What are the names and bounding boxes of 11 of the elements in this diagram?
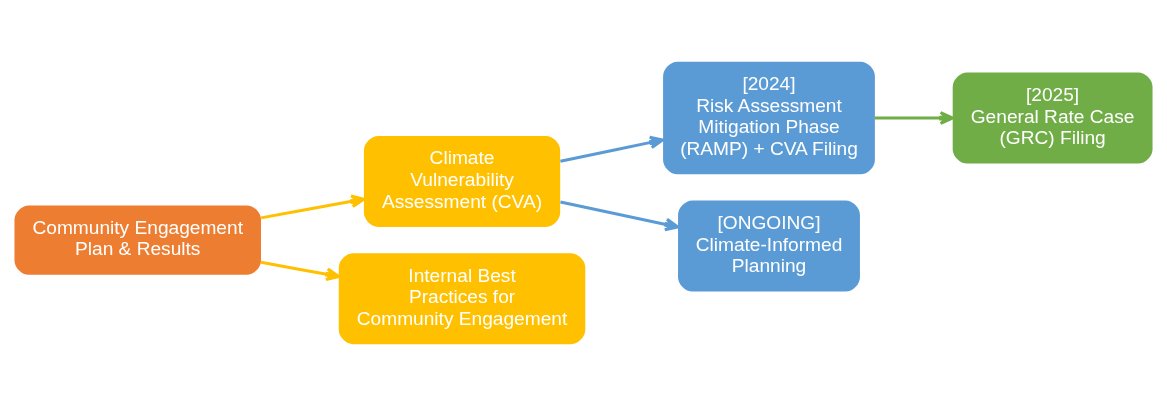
node-box: Climate Vulnerability Assessment (CVA) <box>363 135 561 227</box>
arrow <box>560 200 680 231</box>
arrow <box>560 135 665 163</box>
node-box: [2025] General Rate Case (GRC) Filing <box>952 72 1153 163</box>
node-box: Internal Best Practices for Community Engagement <box>338 252 586 344</box>
arrow <box>260 194 366 219</box>
arrow <box>874 110 955 125</box>
node-box: [ONGOING] Climate-Informed Planning <box>678 200 860 292</box>
node-box: Community Engagement Plan & Results <box>14 204 261 275</box>
arrow <box>260 260 341 281</box>
node-box: [2024] Risk Assessment Mitigation Phase (RAMP) + CVA Filing <box>663 61 875 174</box>
